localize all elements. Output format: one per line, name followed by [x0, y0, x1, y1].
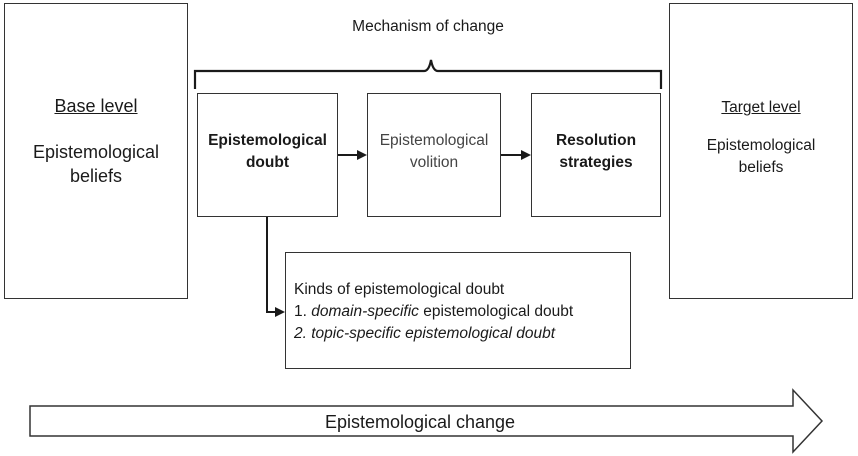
volition-line1: Epistemological — [379, 132, 489, 149]
kinds-item-1: 1. domain-specific epistemological doubt — [294, 301, 630, 323]
kinds-item-1-rest: epistemological doubt — [418, 303, 574, 320]
base-level-box: Base level Epistemological beliefs — [4, 3, 188, 299]
volition-line2: volition — [409, 154, 459, 171]
resolution-strategies-box: Resolution strategies — [531, 93, 661, 217]
doubt-line2: doubt — [245, 154, 290, 171]
target-level-line1: Epistemological — [706, 137, 816, 154]
epistemological-volition-box: Epistemological volition — [367, 93, 501, 217]
arrowhead-doubt-to-kinds — [275, 307, 285, 317]
base-level-heading: Base level — [54, 96, 138, 116]
arrow-doubt-to-kinds — [266, 217, 276, 313]
base-level-line2: beliefs — [69, 166, 123, 186]
base-level-line1: Epistemological — [32, 142, 160, 162]
arrowhead-doubt-to-volition — [357, 150, 367, 160]
target-level-box: Target level Epistemological beliefs — [669, 3, 853, 299]
kinds-item-2: 2. topic-specific epistemological doubt — [294, 325, 556, 342]
kinds-item-1-italic: domain-specific — [311, 303, 419, 320]
arrowhead-volition-to-resolution — [521, 150, 531, 160]
mechanism-of-change-label: Mechanism of change — [352, 18, 504, 35]
kinds-title: Kinds of epistemological doubt — [294, 281, 505, 298]
kinds-item-1-prefix: 1. — [294, 303, 312, 320]
resolution-line1: Resolution — [555, 132, 637, 149]
mechanism-brace — [193, 59, 663, 89]
doubt-line1: Epistemological — [208, 132, 327, 149]
epistemological-doubt-box: Epistemological doubt — [197, 93, 338, 217]
target-level-heading: Target level — [721, 99, 801, 116]
kinds-of-doubt-box: Kinds of epistemological doubt 1. domain… — [285, 252, 631, 369]
epistemological-change-label: Epistemological change — [324, 412, 516, 432]
resolution-line2: strategies — [559, 154, 633, 171]
target-level-line2: beliefs — [738, 159, 784, 176]
